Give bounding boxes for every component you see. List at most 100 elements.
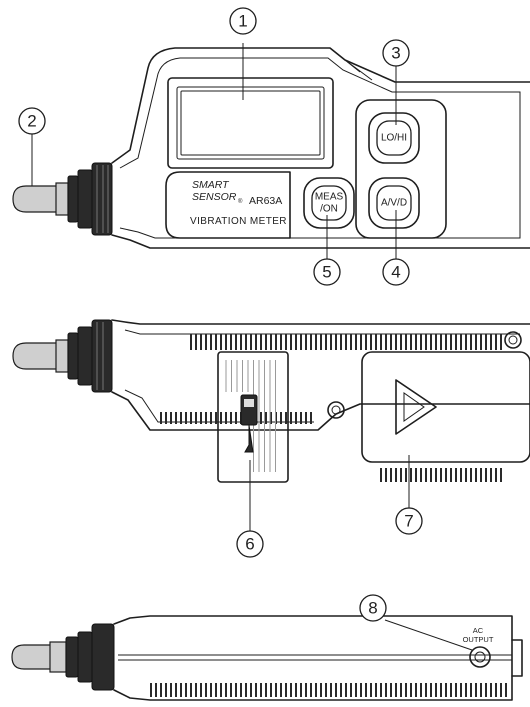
battery-cover-arrow xyxy=(395,379,437,435)
vent-slot xyxy=(335,334,337,350)
vent-slot xyxy=(160,412,162,424)
vent-slot xyxy=(370,683,372,697)
vent-slot xyxy=(230,412,232,424)
vent-slot xyxy=(450,334,452,350)
vent-slot xyxy=(180,412,182,424)
vent-slot xyxy=(280,412,282,424)
vent-slot xyxy=(485,468,487,482)
side-vent-slots xyxy=(150,683,507,697)
vent-slot xyxy=(465,334,467,350)
vent-slot xyxy=(300,683,302,697)
callout-6: 6 xyxy=(236,460,264,558)
vent-slot xyxy=(435,683,437,697)
vent-slot xyxy=(315,683,317,697)
vent-slot xyxy=(385,683,387,697)
button-pad xyxy=(355,99,447,239)
vent-slot xyxy=(285,412,287,424)
svg-text:8: 8 xyxy=(368,599,377,618)
vent-slot xyxy=(240,334,242,350)
vent-slot xyxy=(490,468,492,482)
vent-slot xyxy=(355,334,357,350)
vent-slot xyxy=(220,683,222,697)
vent-slot xyxy=(405,468,407,482)
vent-slot xyxy=(460,468,462,482)
back-grip-knob xyxy=(67,319,113,393)
vent-slot xyxy=(325,683,327,697)
vent-slot xyxy=(295,334,297,350)
vent-slot xyxy=(380,683,382,697)
vent-slot xyxy=(490,334,492,350)
vent-slot xyxy=(230,683,232,697)
screw-top xyxy=(504,331,522,349)
vent-slot xyxy=(430,468,432,482)
svg-text:3: 3 xyxy=(391,44,400,63)
vent-slot xyxy=(345,683,347,697)
callout-7: 7 xyxy=(395,455,423,535)
vent-slot xyxy=(200,683,202,697)
vent-slot xyxy=(470,468,472,482)
vent-slot xyxy=(440,683,442,697)
avd-label: A/V/D xyxy=(381,198,407,209)
vent-slot xyxy=(495,468,497,482)
callout-3: 3 xyxy=(382,39,410,125)
vent-slot xyxy=(505,683,507,697)
vent-slot xyxy=(155,683,157,697)
svg-text:5: 5 xyxy=(322,263,331,282)
meas-on-button[interactable]: MEAS /ON xyxy=(303,177,355,229)
vent-slot xyxy=(380,468,382,482)
vent-slot xyxy=(375,683,377,697)
side-view: AC OUTPUT 8 xyxy=(11,594,523,701)
vent-slot xyxy=(425,683,427,697)
vent-slot xyxy=(340,334,342,350)
vent-slot xyxy=(420,334,422,350)
vent-slot xyxy=(195,412,197,424)
vent-slot xyxy=(330,334,332,350)
vent-slot xyxy=(235,683,237,697)
vent-slot xyxy=(270,334,272,350)
vent-slot xyxy=(390,683,392,697)
callout-4: 4 xyxy=(382,210,410,286)
svg-text:7: 7 xyxy=(404,512,413,531)
vent-slot xyxy=(390,468,392,482)
vent-slot xyxy=(400,334,402,350)
vent-slot xyxy=(435,468,437,482)
vent-slot xyxy=(185,683,187,697)
vent-slot xyxy=(400,683,402,697)
ac-output-jack[interactable] xyxy=(469,646,491,668)
vent-slot xyxy=(295,412,297,424)
back-probe-collar xyxy=(55,339,69,373)
grip-knob xyxy=(67,162,113,236)
vent-slot xyxy=(215,683,217,697)
avd-button[interactable]: A/V/D xyxy=(368,177,420,229)
vent-slot xyxy=(385,468,387,482)
vent-slot xyxy=(310,683,312,697)
vent-slot xyxy=(280,683,282,697)
callout-2: 2 xyxy=(18,107,46,186)
vent-slot xyxy=(275,334,277,350)
vent-slot xyxy=(250,683,252,697)
vent-slot xyxy=(415,334,417,350)
lo-hi-button[interactable]: LO/HI xyxy=(368,112,420,164)
side-grip-knob xyxy=(65,623,115,691)
vent-slot xyxy=(360,334,362,350)
side-body-outline xyxy=(113,615,513,701)
vent-slot xyxy=(320,334,322,350)
vent-slot xyxy=(260,412,262,424)
vent-slot xyxy=(425,468,427,482)
vent-slot xyxy=(405,334,407,350)
vent-slot xyxy=(300,412,302,424)
vent-slot xyxy=(320,683,322,697)
side-end-cap xyxy=(511,639,523,677)
vent-slot xyxy=(255,683,257,697)
vent-slot xyxy=(190,683,192,697)
svg-text:2: 2 xyxy=(27,112,36,131)
vent-slot xyxy=(380,334,382,350)
vent-slot xyxy=(435,334,437,350)
vent-slot xyxy=(420,468,422,482)
vent-slot xyxy=(395,683,397,697)
vent-slot xyxy=(205,334,207,350)
vent-slot xyxy=(295,683,297,697)
vent-slot xyxy=(240,683,242,697)
